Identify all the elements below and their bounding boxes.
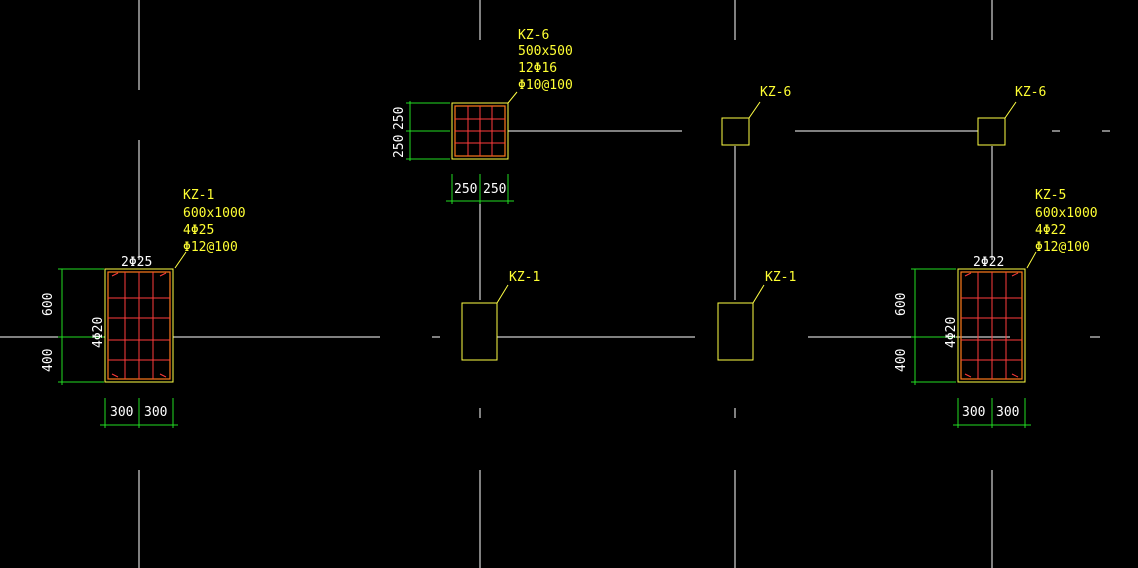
dim-upper: 600 xyxy=(894,293,909,316)
dim-v-lower: 250 xyxy=(392,135,407,158)
dimension-lines xyxy=(406,101,514,204)
dim-left: 300 xyxy=(962,405,985,420)
column-outline xyxy=(721,117,750,146)
side-bars-label: 4Φ20 xyxy=(91,317,106,348)
column-label: KZ-6 xyxy=(760,85,791,100)
dim-right: 300 xyxy=(996,405,1019,420)
dim-lower: 400 xyxy=(894,349,909,372)
dim-h-left: 250 xyxy=(454,182,477,197)
side-bars-label: 4Φ20 xyxy=(944,317,959,348)
column-outline xyxy=(717,302,754,361)
column-main-bars: 4Φ25 xyxy=(183,223,214,238)
column-kz6-marker-b[interactable]: KZ-6 xyxy=(977,85,1046,146)
leader-line xyxy=(507,91,518,104)
column-main-bars: 12Φ16 xyxy=(518,61,557,76)
rebar-grid xyxy=(961,272,1022,379)
column-kz1-marker-a[interactable]: KZ-1 xyxy=(461,270,540,361)
leader-line xyxy=(496,284,509,304)
column-size: 600x1000 xyxy=(1035,206,1098,221)
dim-v-upper: 250 xyxy=(392,107,407,130)
column-stirrups: Φ12@100 xyxy=(1035,240,1090,255)
leader-line xyxy=(174,251,187,269)
column-size: 600x1000 xyxy=(183,206,246,221)
column-name: KZ-6 xyxy=(518,28,549,43)
leader-line xyxy=(752,284,765,304)
column-label: KZ-6 xyxy=(1015,85,1046,100)
column-outline xyxy=(451,102,509,160)
column-name: KZ-1 xyxy=(183,188,214,203)
dim-left: 300 xyxy=(110,405,133,420)
leader-line xyxy=(748,101,761,119)
column-kz1-detail-left[interactable]: 600 400 300 300 2Φ25 4Φ20 KZ-1 600x1000 … xyxy=(41,188,246,428)
column-kz6-marker-a[interactable]: KZ-6 xyxy=(721,85,791,146)
dim-upper: 600 xyxy=(41,293,56,316)
column-label: KZ-1 xyxy=(509,270,540,285)
column-outline xyxy=(977,117,1006,146)
dim-right: 300 xyxy=(144,405,167,420)
column-outline xyxy=(104,268,174,383)
dim-h-right: 250 xyxy=(483,182,506,197)
axis-lines xyxy=(0,0,1110,568)
column-main-bars: 4Φ22 xyxy=(1035,223,1066,238)
rebar-grid xyxy=(108,272,170,379)
top-bars-label: 2Φ25 xyxy=(121,255,152,270)
rebar-grid xyxy=(455,106,505,156)
dim-lower: 400 xyxy=(41,349,56,372)
column-label: KZ-1 xyxy=(765,270,796,285)
column-kz6-detail-top[interactable]: 250 250 250 250 KZ-6 500x500 12Φ16 Φ10@1… xyxy=(392,28,573,204)
column-kz5-detail-right[interactable]: 600 400 300 300 2Φ22 4Φ20 KZ-5 600x1000 … xyxy=(894,188,1098,428)
column-outline xyxy=(461,302,498,361)
leader-line xyxy=(1004,101,1017,119)
column-stirrups: Φ10@100 xyxy=(518,78,573,93)
column-stirrups: Φ12@100 xyxy=(183,240,238,255)
column-name: KZ-5 xyxy=(1035,188,1066,203)
top-bars-label: 2Φ22 xyxy=(973,255,1004,270)
dimension-lines xyxy=(911,268,1031,428)
leader-line xyxy=(1026,251,1037,269)
dimension-lines xyxy=(58,268,178,428)
column-outline xyxy=(957,268,1026,383)
column-size: 500x500 xyxy=(518,44,573,59)
column-kz1-marker-b[interactable]: KZ-1 xyxy=(717,270,796,361)
